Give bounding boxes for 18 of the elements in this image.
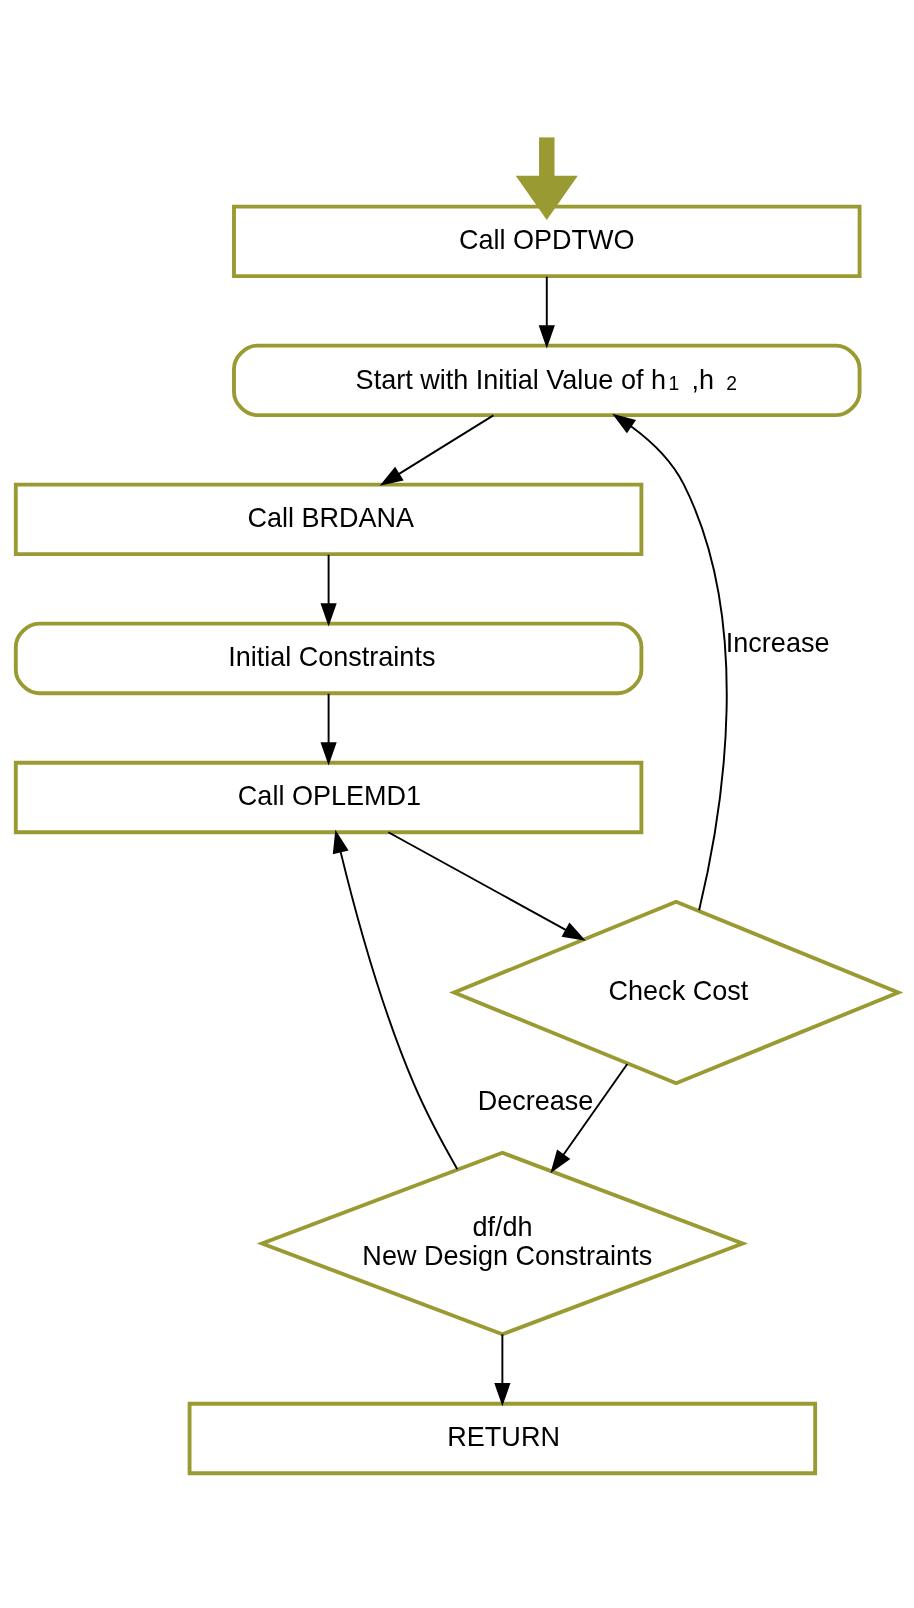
node-box: Call OPLEMD1 [13, 760, 644, 834]
arrow [538, 275, 555, 348]
arrow [550, 1062, 629, 1173]
edge-label: Decrease [477, 1085, 594, 1116]
node-box: Call OPDTWO [232, 204, 862, 278]
arrow [379, 413, 495, 486]
arrow [332, 829, 459, 1170]
arrow [387, 830, 586, 941]
node-diamond: Check Cost [449, 899, 904, 1085]
arrow [515, 136, 578, 220]
arrow [320, 692, 337, 765]
arrow [612, 413, 728, 911]
edge-label: Increase [725, 627, 830, 658]
node-box: RETURN [187, 1401, 818, 1475]
node-box: Call BRDANA [13, 482, 644, 556]
arrow [494, 1332, 511, 1406]
arrow [320, 553, 337, 626]
node-box: Initial Constraints [13, 621, 644, 695]
